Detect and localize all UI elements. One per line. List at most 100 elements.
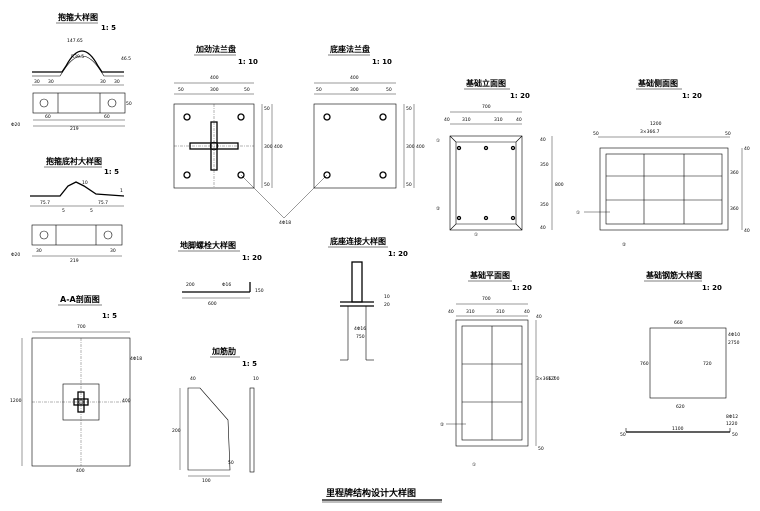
liner-dim-f: 30 — [110, 248, 116, 254]
rib-dim-top: 40 — [190, 376, 196, 382]
bolt-dim-len: 600 — [208, 301, 217, 307]
elev-mark-2: ② — [436, 206, 440, 212]
section-dim-inner-h: 400 — [122, 398, 131, 404]
elev-mark-1: ① — [436, 138, 440, 144]
rebar-scale: 1: 20 — [702, 284, 722, 292]
side-title: 基础侧面图 — [637, 78, 678, 88]
section-dim-h: 1200 — [10, 398, 22, 404]
liner-dim-d: 5 — [90, 208, 93, 214]
rib-dim-thk: 10 — [253, 376, 259, 382]
rebar-dim-b: 50 — [732, 432, 738, 438]
flange-base-dim-e: 300 — [406, 144, 415, 150]
elev-dim-a: 40 — [444, 117, 450, 123]
flange-stiff-dim-c: 50 — [244, 87, 250, 93]
elev-dim-f: 350 — [540, 162, 549, 168]
flange-base-dim-d: 50 — [406, 106, 412, 112]
plan-title: 基础平面图 — [469, 270, 510, 280]
flange-stiff-scale: 1: 10 — [238, 58, 258, 66]
liner-dim-total: 219 — [70, 258, 79, 264]
side-mark-1: ① — [576, 210, 580, 216]
flange-stiff-dim-e: 300 — [264, 144, 273, 150]
conn-dim-b: 20 — [384, 302, 390, 308]
flange-base-dim-f: 50 — [406, 182, 412, 188]
plan-dim-total: 1200 — [548, 376, 560, 382]
section-scale: 1: 5 — [102, 312, 117, 320]
plan-dim-a: 40 — [448, 309, 454, 315]
side-dim-e: 360 — [730, 206, 739, 212]
conn-scale: 1: 20 — [388, 250, 408, 258]
hole-note: 4Φ18 — [279, 220, 291, 226]
flange-stiff-dim-f: 50 — [264, 182, 270, 188]
holder-dim-e: 50 — [126, 101, 132, 107]
conn-dim-a: 10 — [384, 294, 390, 300]
side-dim-c: 40 — [744, 146, 750, 152]
flange-stiff-dim-h: 400 — [274, 144, 283, 150]
section-dim-inner-w: 400 — [76, 468, 85, 474]
rib-dim-b: 50 — [228, 460, 234, 466]
foundation-elevation: 基础立面图 1: 20 700 40 310 310 40 ① ② ① 40 3… — [436, 78, 564, 238]
conn-len: 750 — [356, 334, 365, 340]
liner-hole: Φ20 — [11, 252, 20, 258]
rebar-detail: 基础钢筋大样图 1: 20 660 4Φ10 2750 720 760 620 … — [620, 270, 740, 438]
holder-dim-d: 30 — [114, 79, 120, 85]
liner-dim-b: 75.7 — [98, 200, 108, 206]
rebar-spec-2: 8Φ12 — [726, 414, 738, 420]
flange-base-dim-w: 400 — [350, 75, 359, 81]
liner-detail: 抱箍底衬大样图 1: 5 10 1 75.7 75.7 5 5 Φ20 30 2… — [11, 156, 125, 264]
liner-dim-a: 75.7 — [40, 200, 50, 206]
side-dim-d: 360 — [730, 170, 739, 176]
holder-dim-height: 46.5 — [121, 56, 131, 62]
rebar-dim-left: 760 — [640, 361, 649, 367]
conn-bolt: 4Φ16 — [354, 326, 366, 332]
flange-stiff-title: 加劲法兰盘 — [195, 44, 236, 54]
stiffened-flange: 加劲法兰盘 1: 10 400 50 300 50 50 300 50 400 — [173, 44, 283, 189]
rebar-len-2: 1220 — [726, 421, 738, 427]
anchor-bolt-detail: 地脚螺栓大样图 1: 20 200 Φ16 150 600 — [178, 240, 264, 307]
rebar-title: 基础钢筋大样图 — [645, 270, 702, 280]
bolt-dim-dia: Φ16 — [222, 282, 231, 288]
side-dim-a: 50 — [593, 131, 599, 137]
bolt-dim-b: 150 — [255, 288, 264, 294]
holder-dim-total: 219 — [70, 126, 79, 132]
elev-title: 基础立面图 — [465, 78, 506, 88]
elev-dim-e: 40 — [540, 137, 546, 143]
elev-dim-c: 310 — [494, 117, 503, 123]
flange-stiff-dim-w: 400 — [210, 75, 219, 81]
elev-scale: 1: 20 — [510, 92, 530, 100]
section-dim-w: 700 — [77, 324, 86, 330]
plan-scale: 1: 20 — [512, 284, 532, 292]
foundation-plan: 基础平面图 1: 20 700 40 310 310 40 ② ① 40 3×3… — [440, 270, 560, 468]
side-mark-2: ② — [622, 242, 626, 248]
elev-dim-d: 40 — [516, 117, 522, 123]
rebar-dim-bottom: 620 — [676, 404, 685, 410]
rebar-spec-1: 4Φ10 — [728, 332, 740, 338]
flange-base-scale: 1: 10 — [372, 58, 392, 66]
section-title: A-A剖面图 — [60, 294, 100, 304]
rebar-dim-top: 660 — [674, 320, 683, 326]
flange-base-dim-h: 400 — [416, 144, 425, 150]
side-scale: 1: 20 — [682, 92, 702, 100]
holder-scale: 1: 5 — [101, 24, 116, 32]
liner-scale: 1: 5 — [104, 168, 119, 176]
flange-stiff-dim-a: 50 — [178, 87, 184, 93]
plan-mark-1: ② — [440, 422, 444, 428]
rebar-dim-a: 50 — [620, 432, 626, 438]
rib-scale: 1: 5 — [242, 360, 257, 368]
plan-dim-w: 700 — [482, 296, 491, 302]
holder-dim-b: 30 — [48, 79, 54, 85]
elev-mark-3: ① — [474, 232, 478, 238]
holder-dim-radius: R39.5 — [71, 54, 84, 60]
rib-dim-h: 200 — [172, 428, 181, 434]
holder-dim-width: 147.65 — [67, 38, 83, 44]
liner-dim-2: 1 — [120, 188, 123, 194]
bolt-title: 地脚螺栓大样图 — [180, 240, 236, 250]
holder-hole: Φ20 — [11, 122, 20, 128]
flange-base-dim-b: 300 — [350, 87, 359, 93]
rib-detail: 加筋肋 1: 5 40 10 200 50 100 — [172, 346, 259, 484]
holder-title: 抱箍大样图 — [58, 12, 98, 22]
flange-base-title: 底座法兰盘 — [329, 44, 370, 54]
rebar-dim-right: 720 — [703, 361, 712, 367]
elev-dim-total: 800 — [555, 182, 564, 188]
plan-dim-f: 50 — [538, 446, 544, 452]
